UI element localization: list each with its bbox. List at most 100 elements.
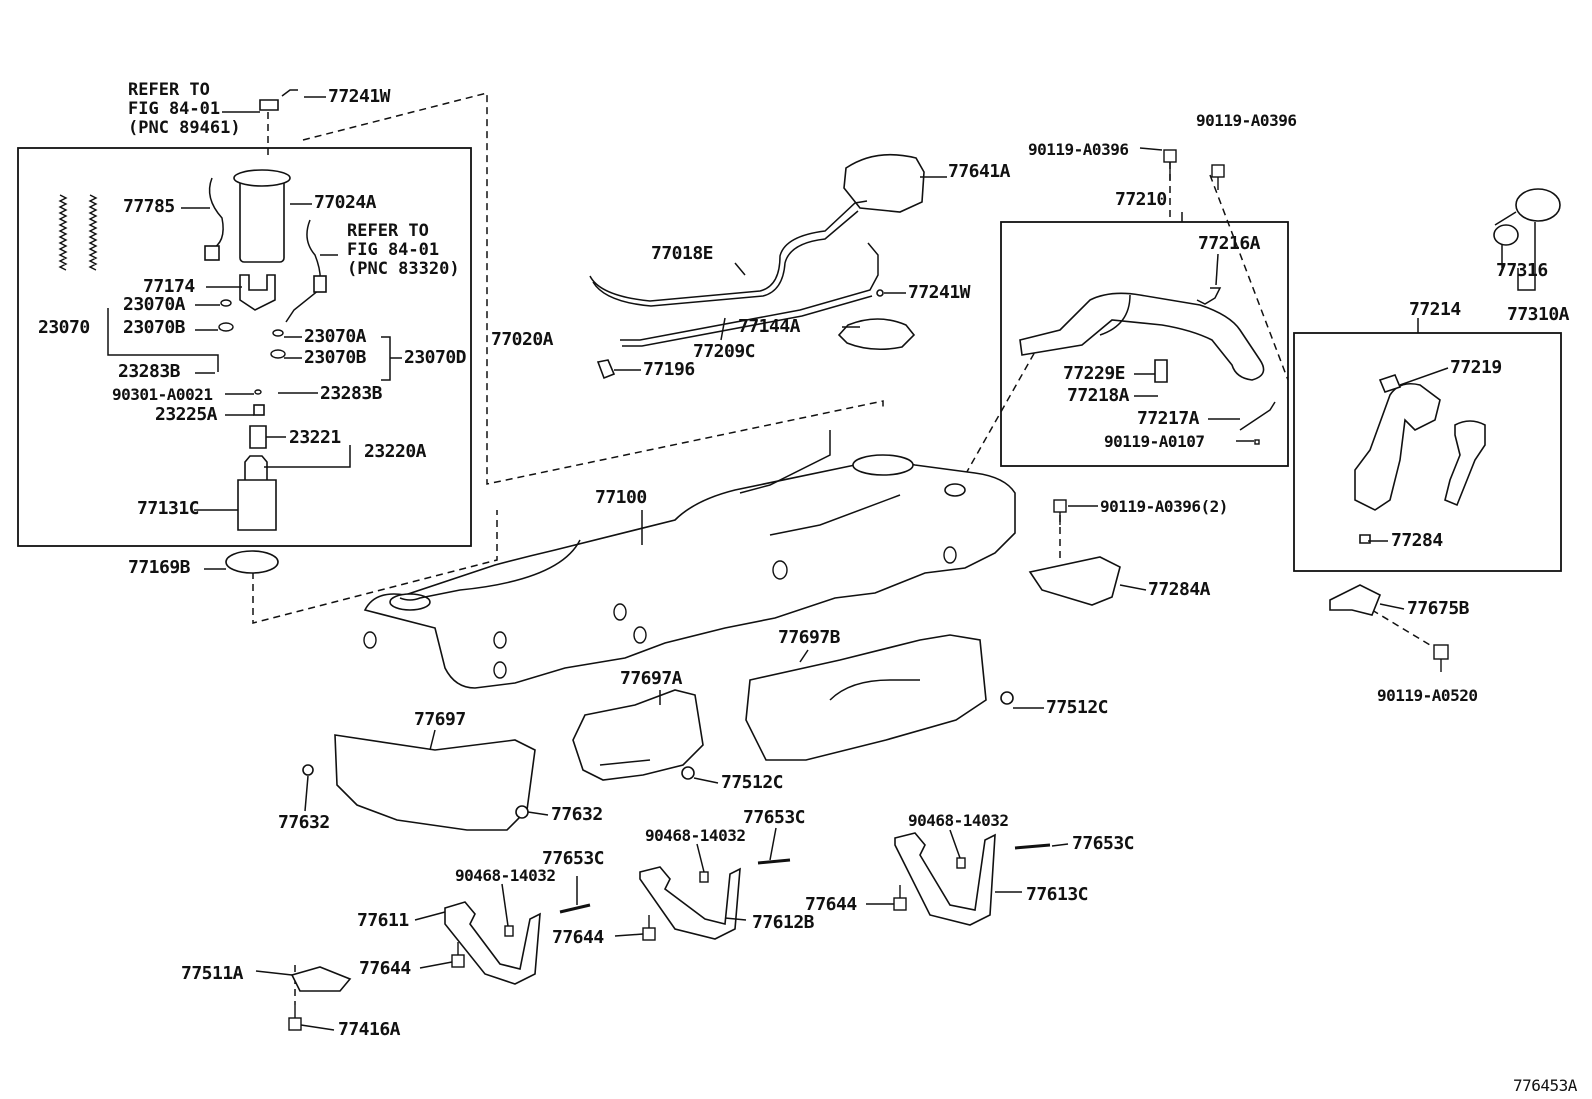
strap-bolts bbox=[288, 885, 907, 1031]
label-23225A: 23225A bbox=[155, 404, 218, 425]
label-77697: 77697 bbox=[414, 709, 466, 730]
bracket-77174 bbox=[239, 274, 276, 311]
label-77653C-mid: 77653C bbox=[743, 807, 806, 828]
fuel-pump-springs bbox=[58, 194, 98, 271]
label-90468-14032-right: 90468-14032 bbox=[908, 811, 1009, 830]
label-77144A: 77144A bbox=[738, 316, 801, 337]
label-77653C-right: 77653C bbox=[1072, 833, 1135, 854]
protector-77641A bbox=[843, 153, 925, 213]
label-77169B: 77169B bbox=[128, 557, 191, 578]
label-77644-right: 77644 bbox=[805, 894, 857, 915]
label-77785: 77785 bbox=[123, 196, 175, 217]
label-77209C: 77209C bbox=[693, 341, 756, 362]
label-77284: 77284 bbox=[1391, 530, 1443, 551]
label-77024A: 77024A bbox=[314, 192, 377, 213]
label-77511A: 77511A bbox=[181, 963, 244, 984]
fuel-sender-unit-77131C bbox=[237, 455, 277, 531]
label-77241W-mid: 77241W bbox=[908, 282, 971, 303]
label-90119-A0396-b: 90119-A0396 bbox=[1196, 111, 1297, 130]
label-77416A: 77416A bbox=[338, 1019, 401, 1040]
label-23070D: 23070D bbox=[404, 347, 467, 368]
label-77219: 77219 bbox=[1450, 357, 1502, 378]
filler-bolts bbox=[1053, 149, 1449, 672]
fuel-pump-group-box bbox=[17, 147, 472, 547]
label-23283B-left: 23283B bbox=[118, 361, 181, 382]
cap-77310A bbox=[1515, 188, 1561, 222]
strap-pins bbox=[559, 843, 1051, 914]
label-77632-left: 77632 bbox=[278, 812, 330, 833]
label-77217A: 77217A bbox=[1137, 408, 1200, 429]
strap-77612B bbox=[639, 866, 741, 940]
label-90301-A0021: 90301-A0021 bbox=[112, 385, 213, 404]
label-90468-14032-mid: 90468-14032 bbox=[645, 826, 746, 845]
label-77214: 77214 bbox=[1409, 299, 1461, 320]
label-77697A: 77697A bbox=[620, 668, 683, 689]
label-77644-mid: 77644 bbox=[552, 927, 604, 948]
label-77697B: 77697B bbox=[778, 627, 841, 648]
label-23070B-left: 23070B bbox=[123, 317, 186, 338]
filler-neck-77214 bbox=[1354, 382, 1441, 511]
label-77100: 77100 bbox=[595, 487, 647, 508]
label-23283B-right: 23283B bbox=[320, 383, 383, 404]
label-77020A: 77020A bbox=[491, 329, 554, 350]
reference-note-89461: REFER TO FIG 84-01 (PNC 89461) bbox=[128, 80, 241, 138]
label-90119-A0520: 90119-A0520 bbox=[1377, 686, 1478, 705]
label-23070A-left: 23070A bbox=[123, 294, 186, 315]
hose-77217A bbox=[1239, 401, 1276, 431]
clip-77196 bbox=[596, 359, 616, 380]
filler-pipe-77210 bbox=[1019, 292, 1265, 381]
figure-id: 776453A bbox=[1513, 1076, 1577, 1095]
clamp-77216A bbox=[1196, 287, 1222, 305]
label-23070: 23070 bbox=[38, 317, 90, 338]
label-77613C: 77613C bbox=[1026, 884, 1089, 905]
label-23220A: 23220A bbox=[364, 441, 427, 462]
small-washers bbox=[218, 299, 286, 395]
label-77196: 77196 bbox=[643, 359, 695, 380]
label-77612B: 77612B bbox=[752, 912, 815, 933]
reference-note-83320: REFER TO FIG 84-01 (PNC 83320) bbox=[347, 221, 460, 279]
pad-77511A bbox=[290, 966, 352, 992]
label-77512C-right: 77512C bbox=[1046, 697, 1109, 718]
label-90119-A0107: 90119-A0107 bbox=[1104, 432, 1205, 451]
label-77210: 77210 bbox=[1115, 189, 1167, 210]
sender-gauge-wire bbox=[285, 219, 322, 323]
insulator-77697B bbox=[745, 634, 987, 761]
label-90468-14032-left: 90468-14032 bbox=[455, 866, 556, 885]
label-77216A: 77216A bbox=[1198, 233, 1261, 254]
label-77675B: 77675B bbox=[1407, 598, 1470, 619]
label-77284A: 77284A bbox=[1148, 579, 1211, 600]
bracket-77675B bbox=[1329, 584, 1382, 616]
label-90119-A0396-a: 90119-A0396 bbox=[1028, 140, 1129, 159]
fuel-tube-77018E bbox=[589, 200, 868, 302]
label-77512C-mid: 77512C bbox=[721, 772, 784, 793]
label-77632-right: 77632 bbox=[551, 804, 603, 825]
label-77174: 77174 bbox=[143, 276, 195, 297]
insulator-77697 bbox=[334, 734, 536, 831]
label-77241W-top: 77241W bbox=[328, 86, 391, 107]
label-77611: 77611 bbox=[357, 910, 409, 931]
fuel-pump-module bbox=[204, 169, 291, 263]
label-77316: 77316 bbox=[1496, 260, 1548, 281]
label-77644-left: 77644 bbox=[359, 958, 411, 979]
filler-inlet-group-box bbox=[1293, 332, 1562, 572]
label-77229E: 77229E bbox=[1063, 363, 1126, 384]
gasket-77316 bbox=[1493, 224, 1519, 246]
insulator-77697A bbox=[572, 689, 704, 781]
protector-77284A bbox=[1028, 556, 1121, 606]
label-23221: 23221 bbox=[289, 427, 341, 448]
label-77653C-left: 77653C bbox=[542, 848, 605, 869]
label-77641A: 77641A bbox=[948, 161, 1011, 182]
strap-77613C bbox=[894, 832, 996, 926]
strap-77611 bbox=[444, 901, 541, 985]
label-77131C: 77131C bbox=[137, 498, 200, 519]
part-23225A bbox=[253, 404, 265, 416]
gasket-77169B bbox=[225, 550, 279, 574]
label-77018E: 77018E bbox=[651, 243, 714, 264]
label-23070B-right: 23070B bbox=[304, 347, 367, 368]
fuel-tube-77209C bbox=[620, 242, 879, 341]
label-90119-A0396-2: 90119-A0396(2) bbox=[1100, 497, 1228, 516]
gasket-77144A bbox=[837, 318, 916, 351]
filler-pipe-group-box bbox=[1000, 221, 1289, 467]
